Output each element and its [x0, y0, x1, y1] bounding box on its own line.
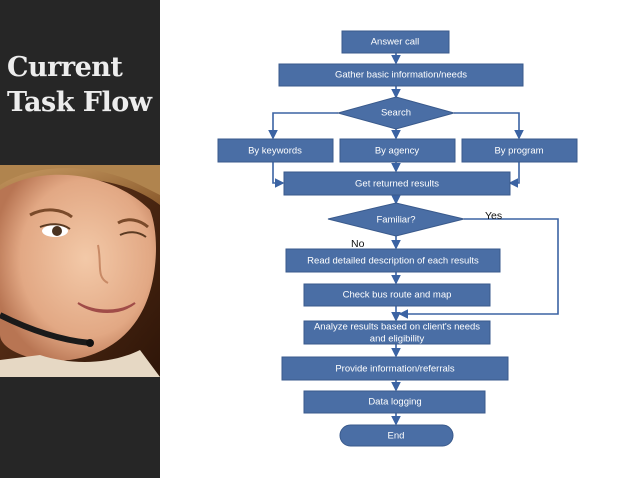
- node-get-results-label: Get returned results: [355, 179, 439, 190]
- node-get-results-box: [283, 171, 511, 196]
- node-by-agency-box: [339, 138, 456, 163]
- node-check-bus-label: Check bus route and map: [343, 290, 452, 301]
- node-check-bus-box: [303, 283, 491, 307]
- woman-with-headset-photo: [0, 165, 160, 377]
- node-by-keywords-label: By keywords: [248, 146, 302, 157]
- connector-familiar-yes: [398, 218, 559, 319]
- node-analyze-label-line2: and eligibility: [370, 334, 425, 345]
- node-data-logging-box: [303, 390, 486, 414]
- task-flowchart: Answer call Gather basic information/nee…: [217, 30, 578, 447]
- title-line-current: Current: [7, 52, 123, 83]
- connector-search-to-keywords: [268, 112, 338, 140]
- node-data-logging-label: Data logging: [368, 397, 421, 408]
- node-search-label: Search: [381, 108, 411, 119]
- node-read-description-label: Read detailed description of each result…: [307, 256, 479, 267]
- node-gather-info-label: Gather basic information/needs: [335, 70, 467, 81]
- node-analyze-box: [303, 320, 491, 345]
- node-by-program-box: [461, 138, 578, 163]
- node-provide-info-box: [281, 356, 509, 381]
- node-by-agency-label: By agency: [375, 146, 420, 157]
- node-end-label: End: [388, 431, 405, 442]
- node-search-diamond: [336, 96, 456, 130]
- no-branch-label: No: [351, 238, 365, 250]
- connector-program-to-results: [508, 162, 520, 188]
- connectors: [268, 53, 559, 426]
- node-familiar-label: Familiar?: [376, 215, 415, 226]
- yes-branch-label: Yes: [485, 210, 502, 222]
- title-line-task-flow: Task Flow: [7, 87, 152, 118]
- node-answer-call-box: [341, 30, 450, 54]
- node-end-terminator: [339, 424, 454, 447]
- node-provide-info-label: Provide information/referrals: [335, 364, 455, 375]
- node-analyze-label-line1: Analyze results based on client's needs: [314, 322, 480, 333]
- connector-search-to-program: [454, 112, 524, 140]
- connector-keywords-to-results: [272, 162, 285, 188]
- node-read-description-box: [285, 248, 501, 273]
- node-gather-info-box: [278, 63, 524, 87]
- node-familiar-diamond: [327, 202, 465, 237]
- node-answer-call-label: Answer call: [371, 37, 420, 48]
- title-sidebar: Current Task Flow: [0, 0, 160, 478]
- node-by-program-label: By program: [494, 146, 543, 157]
- node-by-keywords-box: [217, 138, 334, 163]
- slide-title: Current Task Flow: [7, 50, 157, 120]
